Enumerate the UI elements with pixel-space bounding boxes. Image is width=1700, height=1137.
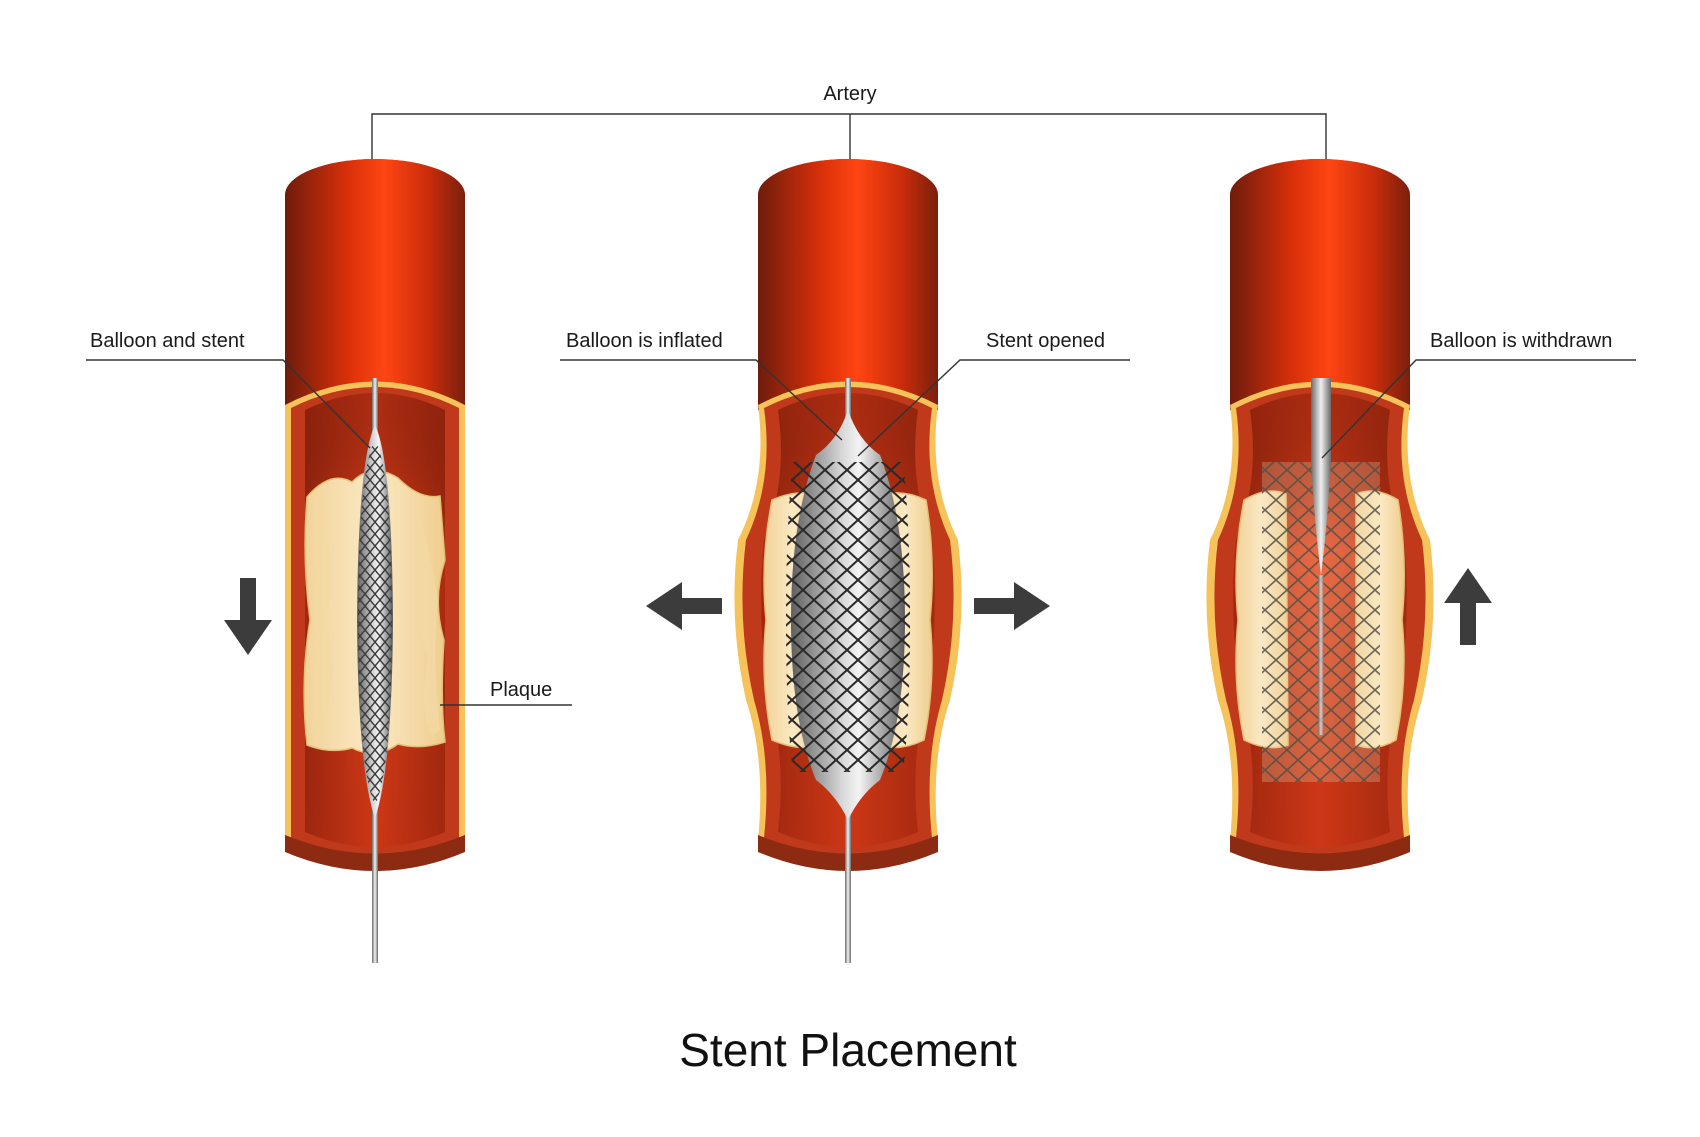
up-arrow-icon [1444,568,1492,645]
balloon-and-stent-callout: Balloon and stent [86,330,371,449]
balloon-and-stent-label: Balloon and stent [90,330,245,352]
left-arrow-icon [646,582,722,630]
plaque-label: Plaque [490,679,552,701]
stent-opened-callout: Stent opened [857,330,1130,457]
artery-cylinder-top [285,159,465,231]
expanded-stent [786,462,910,772]
panel-insertion [224,159,465,963]
artery-cylinder-top [758,159,938,231]
artery-label: Artery [823,83,876,105]
artery-bottom-rim [1230,835,1410,871]
balloon-inflated-label: Balloon is inflated [566,330,723,352]
withdrawn-catheter [1311,378,1331,575]
stent-opened-label: Stent opened [986,330,1105,352]
right-arrow-icon [974,582,1050,630]
artery-bottom-rim [758,835,938,871]
balloon-withdrawn-callout: Balloon is withdrawn [1321,330,1636,459]
artery-bracket: Artery [371,83,1327,160]
balloon-inflated-callout: Balloon is inflated [560,330,843,441]
panel-withdrawal [1206,159,1492,871]
crimped-stent [358,440,392,805]
diagram-title: Stent Placement [679,1024,1017,1076]
down-arrow-icon [224,578,272,655]
artery-cylinder-top [1230,159,1410,231]
balloon-withdrawn-label: Balloon is withdrawn [1430,330,1612,352]
plaque-callout: Plaque [440,679,572,706]
artery-bottom-rim [285,835,465,871]
panel-inflation [646,159,1050,963]
